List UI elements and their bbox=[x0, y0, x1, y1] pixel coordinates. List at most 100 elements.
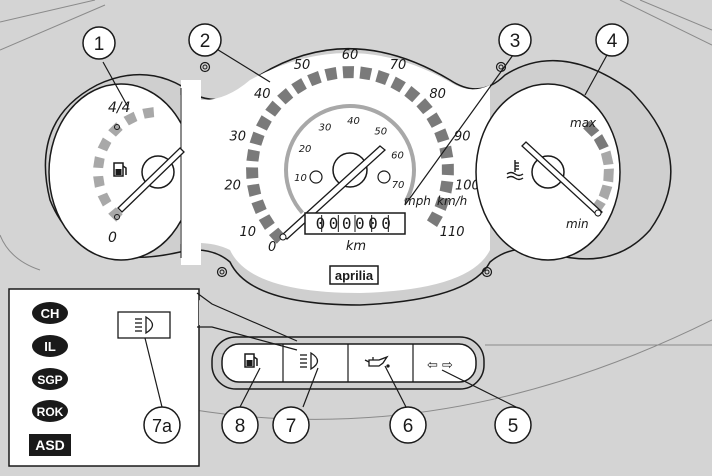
kmh-tick-label: 60 bbox=[342, 48, 359, 63]
callout-7: 7 bbox=[272, 406, 310, 444]
fuel-needle bbox=[117, 147, 185, 213]
speed-scale-segment bbox=[342, 66, 355, 79]
fuel-scale-segment bbox=[97, 192, 112, 207]
country-badge-asd-text: ASD bbox=[35, 437, 65, 453]
speed-scale-segment bbox=[390, 76, 406, 93]
temp-scale-segment bbox=[583, 120, 600, 137]
mph-scale-arc bbox=[284, 104, 416, 215]
country-badge-ch: CH bbox=[32, 302, 68, 324]
background-lines bbox=[0, 0, 712, 420]
callout-1-label: 1 bbox=[94, 34, 105, 55]
speedometer-scale bbox=[246, 66, 454, 244]
temp-scale-segment bbox=[600, 150, 614, 166]
temp-min-label: min bbox=[566, 217, 589, 231]
mph-tick-label: 10 bbox=[294, 173, 307, 184]
fuel-scale-segment bbox=[93, 156, 105, 169]
speed-scale-segment bbox=[375, 70, 390, 85]
temp-scale-segment bbox=[598, 184, 613, 200]
temp-scale-segment bbox=[603, 168, 614, 183]
kmh-tick-label: 100 bbox=[455, 178, 480, 193]
country-badge-rok: ROK bbox=[32, 400, 68, 422]
speed-scale-segment bbox=[434, 128, 450, 143]
speed-scale-segment bbox=[426, 112, 443, 128]
speed-scale-segment bbox=[439, 145, 454, 159]
mounting-screws bbox=[199, 61, 507, 278]
speed-scale-segment bbox=[404, 86, 421, 103]
callout-4-label: 4 bbox=[607, 31, 618, 52]
speed-scale-segment bbox=[256, 115, 272, 131]
callout-5: 5 bbox=[494, 406, 532, 444]
callout-7a-label: 7a bbox=[152, 416, 173, 436]
oil-can-icon bbox=[364, 355, 390, 368]
speed-scale-segment bbox=[246, 149, 260, 162]
kmh-tick-label: 70 bbox=[390, 58, 407, 73]
speed-zero-label: 0 bbox=[268, 240, 276, 255]
country-badge-rok-text: ROK bbox=[37, 405, 64, 419]
inset-high-beam-box bbox=[117, 311, 171, 339]
country-badge-asd: ASD bbox=[29, 434, 71, 456]
speed-scale-segment bbox=[307, 71, 322, 87]
country-badge-sgp-text: SGP bbox=[37, 373, 62, 387]
fuel-scale-segment bbox=[123, 111, 138, 126]
speed-scale-segment bbox=[249, 131, 265, 146]
country-badge-sgp: SGP bbox=[32, 368, 68, 390]
speed-scale-segment bbox=[251, 199, 267, 215]
speed-scale-segment bbox=[258, 214, 275, 230]
speed-scale-segment bbox=[265, 100, 282, 117]
country-badge-il-text: IL bbox=[44, 339, 56, 354]
speed-scale-segment bbox=[416, 98, 433, 115]
warning-light-panel: ⇦ ⇨ bbox=[211, 336, 485, 390]
temp-max-label: max bbox=[570, 116, 597, 130]
kmh-tick-label: 20 bbox=[224, 178, 241, 193]
odometer-unit: km bbox=[346, 239, 366, 254]
fuel-pump-icon bbox=[244, 353, 258, 368]
kmh-tick-label: 110 bbox=[440, 225, 465, 240]
callout-4: 4 bbox=[595, 23, 629, 57]
callout-3-label: 3 bbox=[510, 31, 521, 52]
temperature-gauge: max min bbox=[475, 83, 621, 261]
high-beam-icon bbox=[300, 351, 319, 371]
coolant-temperature-icon bbox=[506, 160, 524, 181]
callout-2-label: 2 bbox=[200, 31, 211, 52]
fuel-scale-segment bbox=[97, 137, 112, 152]
callout-1: 1 bbox=[82, 26, 116, 60]
odometer-value: 000000 bbox=[316, 214, 395, 233]
leader-lines bbox=[102, 47, 608, 408]
speed-scale-segment bbox=[439, 180, 454, 194]
kmh-tick-label: 90 bbox=[454, 130, 471, 145]
callout-6-label: 6 bbox=[403, 416, 414, 437]
high-beam-icon bbox=[135, 315, 154, 335]
callout-8-label: 8 bbox=[235, 416, 246, 437]
speed-scale-segment bbox=[247, 183, 262, 197]
temp-scale-segment bbox=[593, 134, 609, 151]
fuel-scale-segment bbox=[142, 107, 155, 119]
speed-scale-segment bbox=[324, 66, 338, 81]
kmh-tick-label: 80 bbox=[429, 87, 446, 102]
unit-kmh: km/h bbox=[437, 194, 467, 208]
kmh-tick-label: 10 bbox=[240, 225, 257, 240]
fuel-pump-icon bbox=[113, 162, 127, 177]
turn-signal-icon: ⇦ ⇨ bbox=[427, 358, 453, 373]
callout-7a: 7a bbox=[143, 406, 181, 444]
odometer-cells bbox=[321, 215, 389, 232]
callout-3: 3 bbox=[498, 23, 532, 57]
inset-mask bbox=[199, 300, 212, 325]
country-badge-ch-text: CH bbox=[41, 306, 60, 321]
fuel-empty-label: 0 bbox=[108, 230, 117, 246]
speed-scale-segment bbox=[291, 78, 307, 95]
mph-tick-label: 40 bbox=[347, 116, 360, 127]
speed-scale-segment bbox=[268, 227, 286, 244]
kmh-tick-label: 30 bbox=[230, 130, 247, 145]
callout-5-label: 5 bbox=[508, 416, 519, 437]
kmh-tick-label: 50 bbox=[294, 58, 311, 73]
mph-tick-label: 20 bbox=[299, 144, 312, 155]
brand-logo-text: aprilia bbox=[335, 268, 374, 283]
fuel-full-label: 4/4 bbox=[108, 100, 131, 116]
mph-tick-label: 70 bbox=[392, 180, 405, 191]
speed-scale-segment bbox=[246, 167, 259, 179]
kmh-tick-label: 40 bbox=[254, 87, 271, 102]
speed-scale-segment bbox=[426, 211, 443, 227]
speed-scale-segment bbox=[359, 66, 373, 81]
